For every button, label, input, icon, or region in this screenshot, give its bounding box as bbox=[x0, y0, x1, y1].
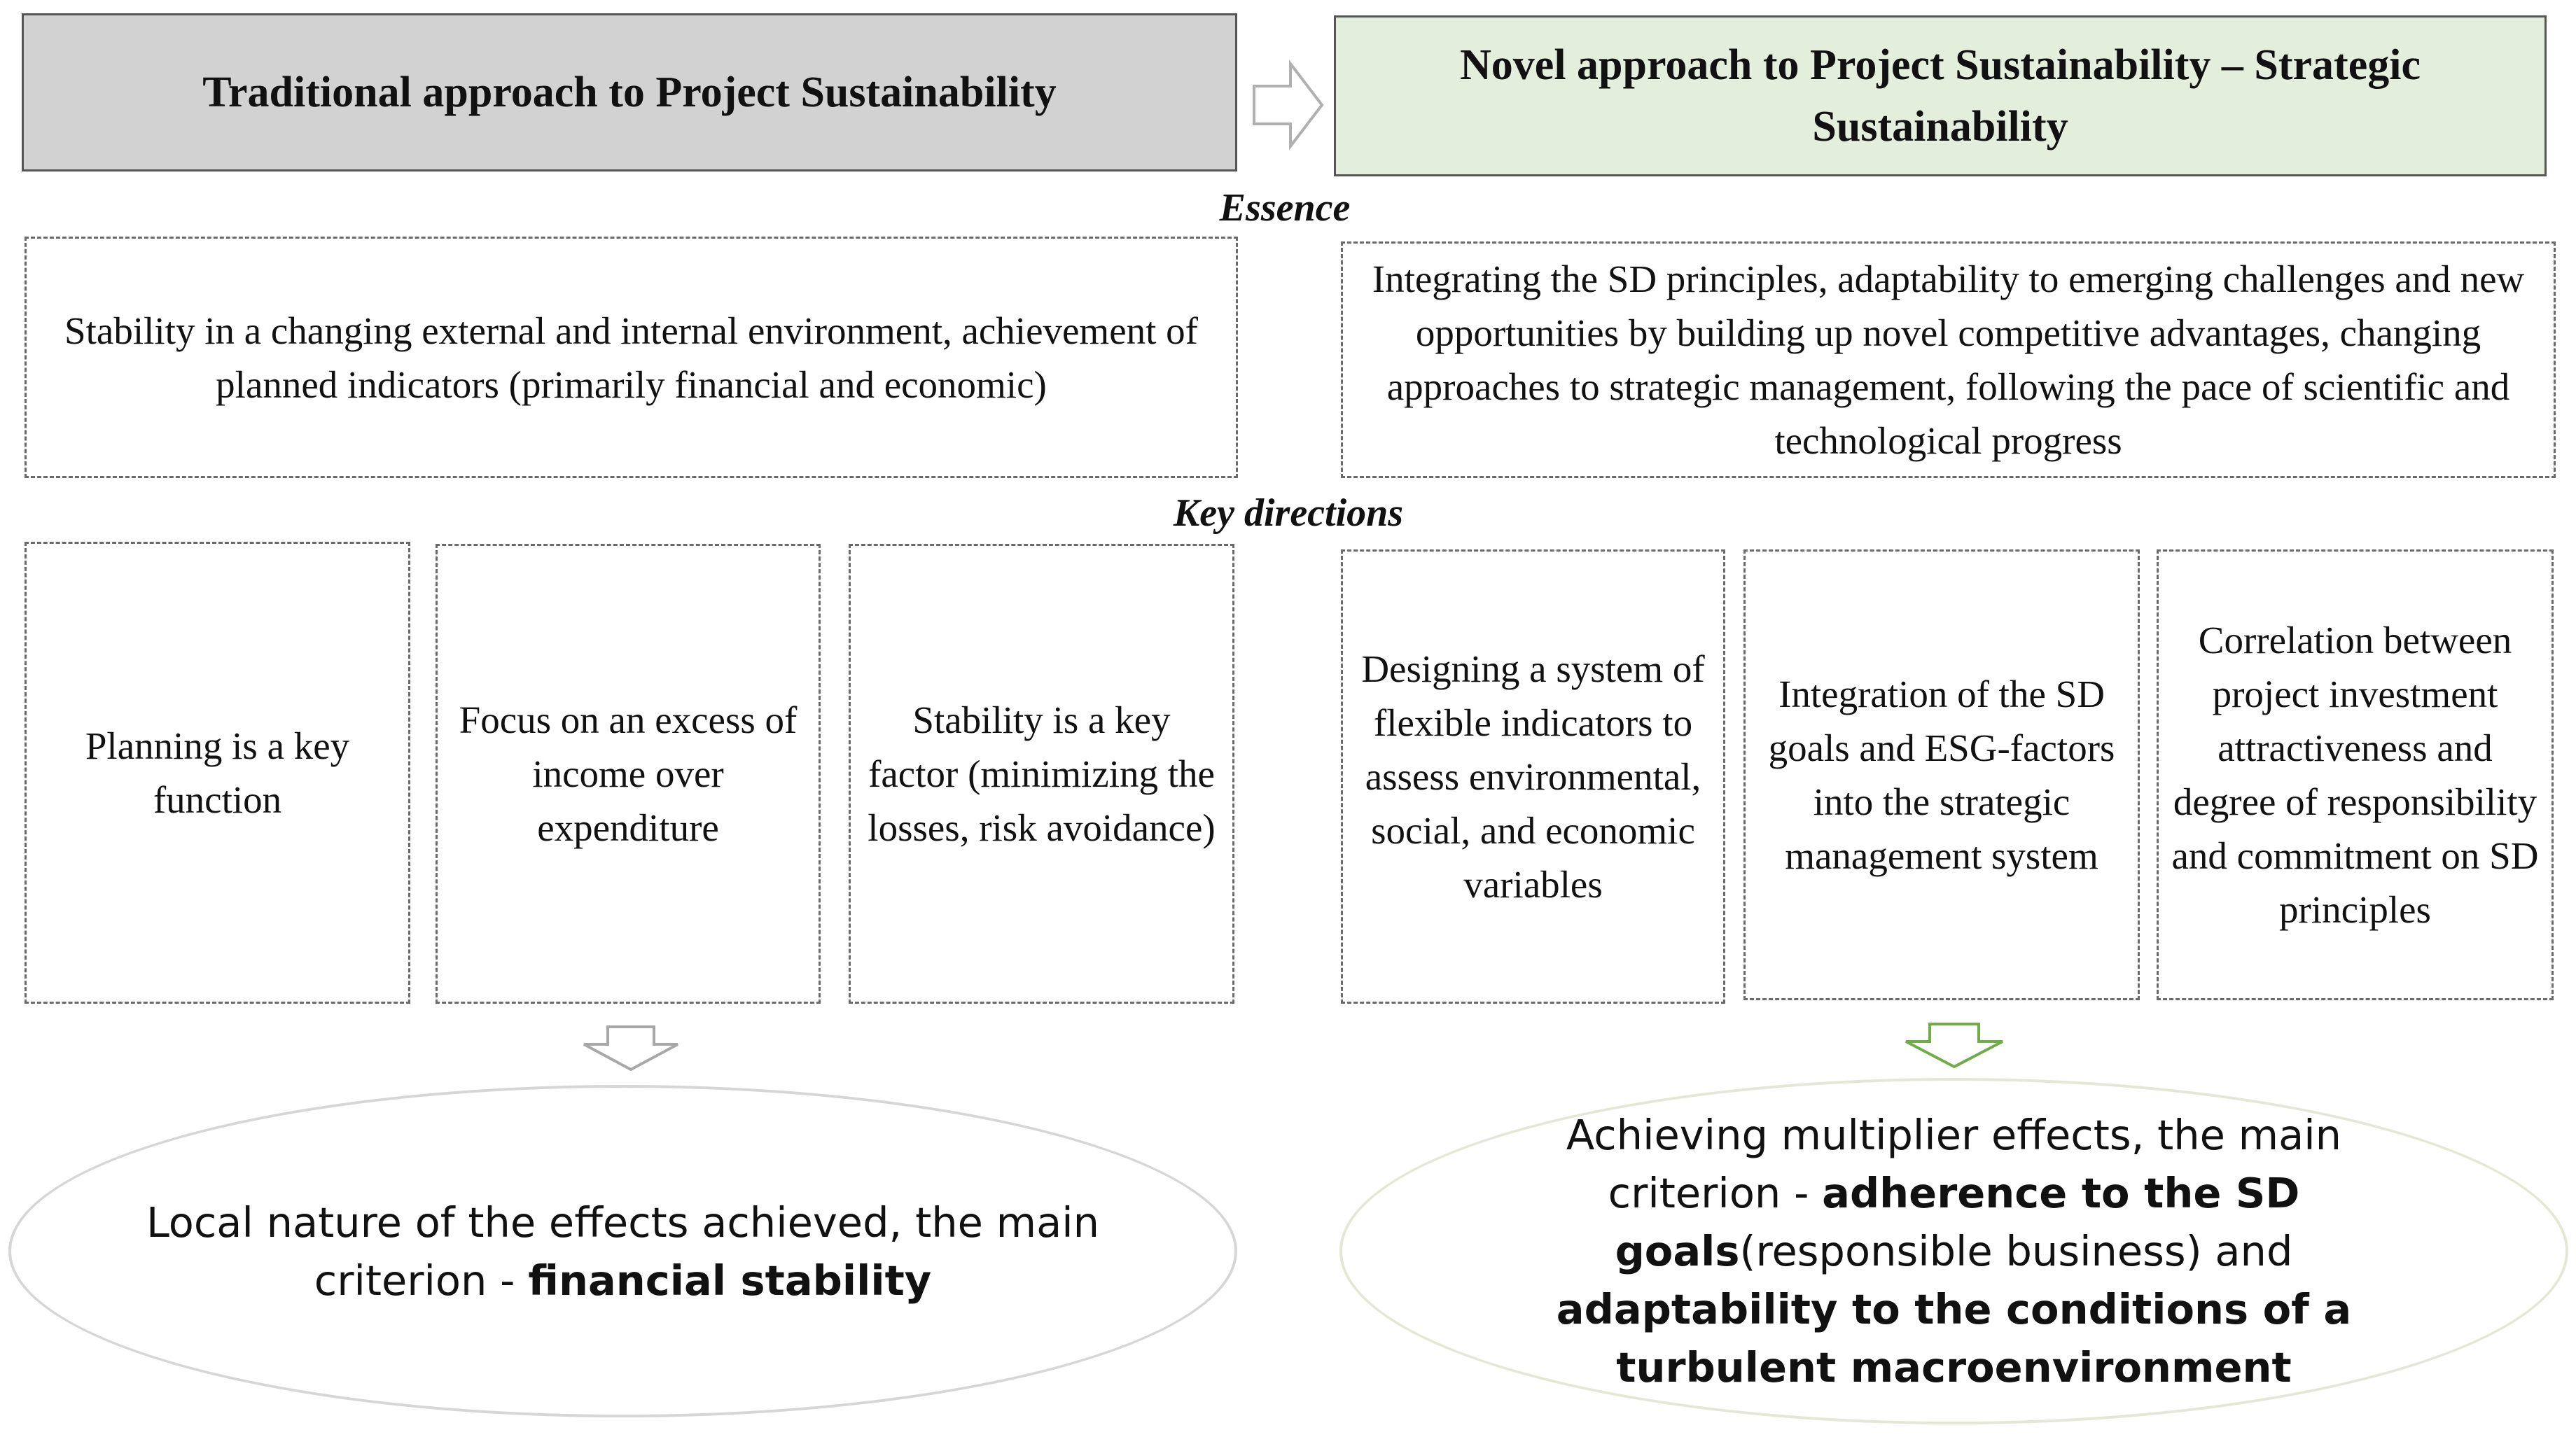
traditional-direction-text: Stability is a key factor (minimizing th… bbox=[868, 699, 1216, 849]
traditional-direction-box: Planning is a key function bbox=[25, 542, 410, 1004]
traditional-approach-title: Traditional approach to Project Sustaina… bbox=[202, 69, 1057, 116]
key-directions-label: Key directions bbox=[1173, 491, 1404, 535]
novel-result-emphasis-adaptability: adaptability to the conditions of a turb… bbox=[1556, 1285, 2352, 1392]
novel-result-emphasis-sd-goals: adherence to the SD goals bbox=[1615, 1169, 2300, 1275]
novel-direction-text: Integration of the SD goals and ESG-fact… bbox=[1768, 673, 2115, 877]
traditional-direction-box: Focus on an excess of income over expend… bbox=[436, 544, 821, 1004]
down-arrow-icon bbox=[583, 1025, 678, 1072]
novel-approach-title: Novel approach to Project Sustainability… bbox=[1460, 41, 2421, 150]
novel-essence-box: Integrating the SD principles, adaptabil… bbox=[1341, 241, 2556, 478]
novel-approach-header: Novel approach to Project Sustainability… bbox=[1334, 15, 2547, 176]
traditional-result-emphasis: financial stability bbox=[528, 1256, 932, 1305]
traditional-direction-text: Focus on an excess of income over expend… bbox=[459, 699, 798, 849]
traditional-direction-box: Stability is a key factor (minimizing th… bbox=[849, 544, 1234, 1004]
right-arrow-icon bbox=[1253, 59, 1324, 150]
traditional-essence-text: Stability in a changing external and int… bbox=[64, 309, 1198, 406]
traditional-direction-text: Planning is a key function bbox=[85, 724, 350, 821]
novel-result-text: Achieving multiplier effects, the main c… bbox=[1556, 1111, 2352, 1392]
novel-direction-text: Designing a system of flexible indicator… bbox=[1361, 647, 1705, 906]
novel-direction-box: Integration of the SD goals and ESG-fact… bbox=[1743, 549, 2140, 1000]
traditional-essence-box: Stability in a changing external and int… bbox=[25, 237, 1238, 478]
traditional-result-ellipse: Local nature of the effects achieved, th… bbox=[8, 1085, 1237, 1417]
novel-direction-box: Correlation between project investment a… bbox=[2157, 549, 2554, 1000]
traditional-result-text: Local nature of the effects achieved, th… bbox=[146, 1198, 1100, 1305]
novel-direction-box: Designing a system of flexible indicator… bbox=[1341, 549, 1725, 1004]
down-arrow-icon bbox=[1905, 1023, 2003, 1069]
novel-direction-text: Correlation between project investment a… bbox=[2171, 619, 2539, 931]
novel-essence-text: Integrating the SD principles, adaptabil… bbox=[1372, 258, 2525, 462]
traditional-approach-header: Traditional approach to Project Sustaina… bbox=[22, 13, 1237, 171]
essence-label: Essence bbox=[1219, 186, 1351, 230]
novel-result-ellipse: Achieving multiplier effects, the main c… bbox=[1339, 1078, 2568, 1424]
